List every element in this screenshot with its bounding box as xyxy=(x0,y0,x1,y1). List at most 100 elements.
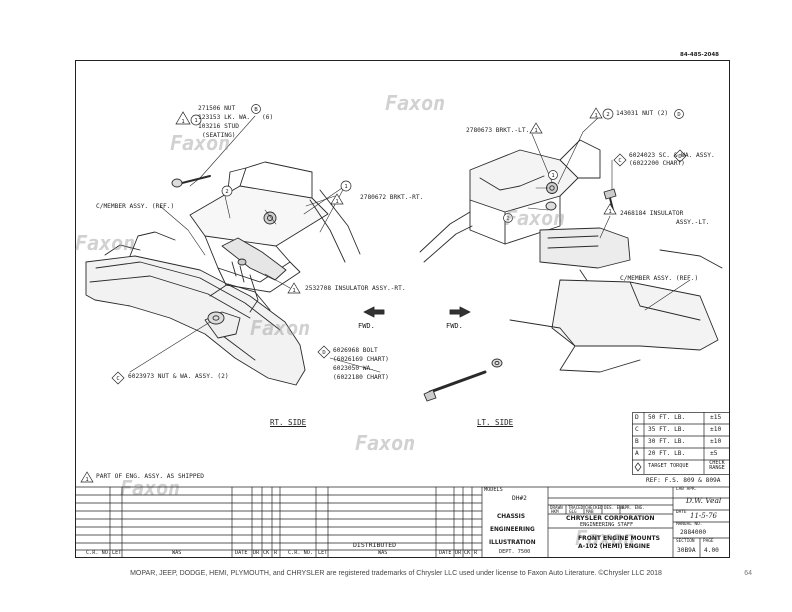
callout-wa-6023050: 6023050 WA. xyxy=(333,365,374,372)
torque-range-c: ±10 xyxy=(710,426,722,433)
torque-mark-d: D xyxy=(635,414,639,421)
svg-text:D: D xyxy=(677,112,680,118)
svg-text:1: 1 xyxy=(594,113,597,119)
rev-col-ck-1: CK xyxy=(263,550,270,556)
svg-text:1: 1 xyxy=(292,288,295,294)
document-code: 84-485-2048 xyxy=(680,52,720,58)
callout-nut-143031: 143031 NUT (2) xyxy=(616,110,669,117)
staff-name: ENGINEERING STAFF xyxy=(580,522,634,528)
drawn-by: HKM xyxy=(551,509,559,514)
rev-col-r-2: R xyxy=(474,550,478,556)
svg-text:D: D xyxy=(678,154,681,160)
svg-text:Faxon: Faxon xyxy=(170,131,230,155)
reference-note: REF: F.S. 809 & 809A xyxy=(646,477,721,484)
callout-chart-6026169: (6026169 CHART) xyxy=(333,356,389,363)
signature: D.W. Veal xyxy=(686,496,722,505)
circle-marker-icon xyxy=(190,114,202,126)
torque-value-d: 50 FT. LB. xyxy=(648,414,686,421)
apr-eng-label: APR. ENG. xyxy=(622,505,645,510)
torque-range-a: ±5 xyxy=(710,450,718,457)
lt-side-fasteners xyxy=(545,182,617,211)
rev-col-r-1: R xyxy=(274,550,278,556)
chassis-label: CHASSIS xyxy=(497,514,526,520)
callout-c-member-lt: C/MEMBER ASSY. (REF.) xyxy=(620,275,699,282)
rt-side-label: RT. SIDE xyxy=(270,418,307,427)
distributed-label: DISTRIBUTED xyxy=(353,541,397,549)
lab-apr-label: LAB APR. xyxy=(676,487,698,492)
torque-table: D 50 FT. LB. ±15 C 35 FT. LB. ±10 B 30 F… xyxy=(632,412,730,487)
company-name: CHRYSLER CORPORATION xyxy=(566,515,655,522)
callout-insulator-lt: ASSY.-LT. xyxy=(676,219,710,226)
svg-text:1: 1 xyxy=(335,199,338,205)
check-range-label: CHECK RANGE xyxy=(709,460,725,472)
rt-side-bracket xyxy=(189,161,329,313)
svg-text:1: 1 xyxy=(534,128,537,134)
rev-col-was-1: WAS xyxy=(172,550,182,556)
rev-col-date-1: DATE xyxy=(235,550,248,556)
rev-col-cr-no-1: C.R. NO. xyxy=(86,550,111,556)
lt-side-crossmember xyxy=(509,279,719,373)
page-label: PAGE xyxy=(703,539,714,544)
torque-mark-a: A xyxy=(635,450,639,457)
des-eng-label: DES. ENG. xyxy=(604,505,627,510)
fwd-arrow-left xyxy=(363,306,385,318)
svg-text:Faxon: Faxon xyxy=(385,91,445,115)
torque-range-b: ±10 xyxy=(710,438,722,445)
fwd-arrow-right xyxy=(449,306,471,318)
torque-value-a: 20 FT. LB. xyxy=(648,450,686,457)
section-value: 30B9A xyxy=(677,547,696,554)
models-label: MODELS xyxy=(484,487,503,493)
part-of-eng-note: PART OF ENG. ASSY. AS SHIPPED xyxy=(96,473,205,480)
svg-text:1: 1 xyxy=(344,184,347,190)
rev-col-let-1: LET xyxy=(112,550,122,556)
manual-no-label: MANUAL NO. xyxy=(676,522,703,527)
triangle-marker-icon xyxy=(175,111,191,125)
rt-side-crossmember xyxy=(85,231,306,386)
callout-lk-wa-123153: 123153 LK. WA. xyxy=(198,114,251,121)
torque-mark-b: B xyxy=(635,438,639,445)
svg-text:Faxon: Faxon xyxy=(120,476,180,500)
svg-text:Faxon: Faxon xyxy=(355,431,415,455)
rev-col-dr-1: DR xyxy=(253,550,260,556)
svg-text:2: 2 xyxy=(225,189,228,195)
checked-by: MAB xyxy=(586,509,594,514)
callout-insulator-lt-number: 2468184 INSULATOR xyxy=(620,210,684,217)
date-label: DATE xyxy=(676,510,687,515)
faxon-watermark: Faxon Faxon Faxon Faxon Faxon Faxon Faxo… xyxy=(75,91,635,550)
date-value: 11-5-76 xyxy=(690,512,717,520)
svg-text:1: 1 xyxy=(181,119,184,125)
svg-text:Faxon: Faxon xyxy=(250,316,310,340)
page-value: 4.00 xyxy=(704,547,719,554)
torque-value-b: 30 FT. LB. xyxy=(648,438,686,445)
lt-side-bolt xyxy=(423,358,503,402)
svg-text:1: 1 xyxy=(608,209,611,215)
svg-text:Faxon: Faxon xyxy=(505,206,565,230)
rev-col-was-2: WAS xyxy=(378,550,388,556)
manual-no-value: 2884000 xyxy=(680,529,707,536)
callout-chart-6022200: (6022200 CHART) xyxy=(629,160,685,167)
lt-side-label: LT. SIDE xyxy=(477,418,514,427)
trademark-footer: MOPAR, JEEP, DODGE, HEMI, PLYMOUTH, and … xyxy=(130,570,662,577)
svg-text:2: 2 xyxy=(606,112,609,118)
section-label: SECTION xyxy=(676,539,695,544)
callout-seating: (SEATING) xyxy=(202,132,236,139)
illustration-label: ILLUSTRATION xyxy=(489,540,536,546)
svg-text:1: 1 xyxy=(194,118,197,124)
rt-side-nut-washer xyxy=(207,311,225,325)
rt-side-stud xyxy=(171,175,277,266)
svg-text:1: 1 xyxy=(551,173,554,179)
svg-text:Faxon: Faxon xyxy=(75,231,135,255)
callout-c-member-rt: C/MEMBER ASSY. (REF.) xyxy=(96,203,175,210)
callout-bolt-6026968: 6026968 BOLT xyxy=(333,347,378,354)
rev-col-cr-no-2: C.R. NO. xyxy=(288,550,313,556)
traced-label: TRACED xyxy=(568,505,584,510)
callout-qty-6: (6) xyxy=(262,114,274,121)
rev-col-ck-2: CK xyxy=(464,550,471,556)
rev-col-let-2: LET xyxy=(318,550,328,556)
title-block-grid xyxy=(75,486,730,558)
callout-insulator-rt: 2532708 INSULATOR ASSY.-RT. xyxy=(305,285,406,292)
svg-text:B: B xyxy=(254,107,258,113)
dept-label: DEPT. 7500 xyxy=(499,549,531,555)
drawing-title-line2: A-102 (HEMI) ENGINE xyxy=(578,543,651,550)
svg-text:C: C xyxy=(618,158,621,164)
